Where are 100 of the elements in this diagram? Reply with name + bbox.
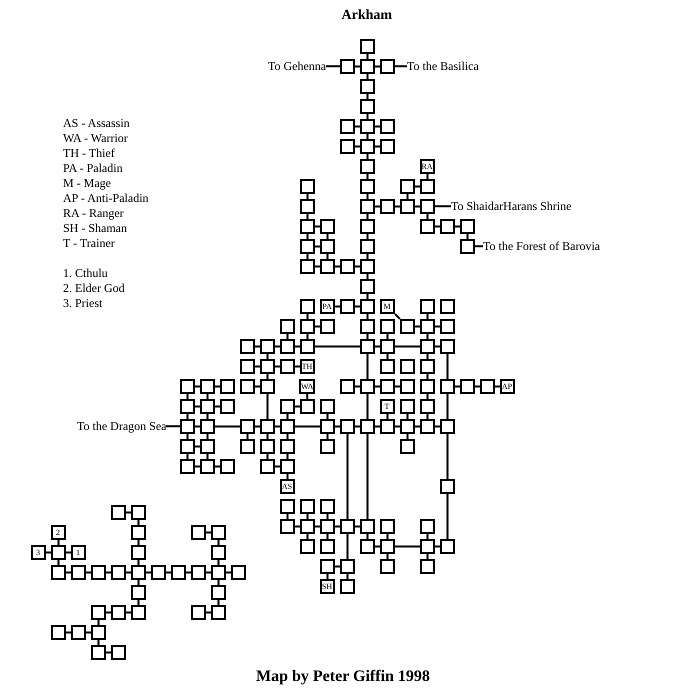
room-box bbox=[300, 538, 314, 554]
corridor-line bbox=[366, 94, 368, 99]
room-box bbox=[380, 418, 394, 434]
corridor-line bbox=[326, 574, 328, 579]
corridor-line bbox=[415, 326, 420, 328]
corridor-line bbox=[218, 540, 220, 545]
corridor-line bbox=[366, 134, 368, 139]
room-box bbox=[280, 498, 294, 514]
corridor-line bbox=[206, 454, 208, 459]
room-box bbox=[260, 458, 274, 474]
corridor-line bbox=[386, 554, 388, 559]
corridor-line bbox=[286, 454, 288, 459]
room-box bbox=[340, 418, 354, 434]
room-box bbox=[130, 544, 146, 560]
corridor-line bbox=[215, 466, 220, 468]
corridor-line bbox=[386, 534, 388, 539]
key-entry: 3. Priest bbox=[63, 296, 102, 311]
room-box bbox=[130, 584, 146, 600]
room-box bbox=[70, 624, 86, 640]
corridor-line bbox=[366, 314, 368, 319]
corridor-line bbox=[426, 354, 428, 359]
room-box bbox=[400, 358, 414, 374]
corridor-line bbox=[406, 414, 408, 419]
room-box bbox=[210, 544, 226, 560]
corridor-line bbox=[146, 572, 151, 574]
room-box bbox=[360, 38, 374, 54]
exit-label: To the Basilica bbox=[407, 59, 479, 73]
corridor-line bbox=[395, 346, 420, 348]
corridor-line bbox=[366, 534, 368, 539]
corridor-line bbox=[138, 520, 140, 525]
room-box bbox=[280, 518, 294, 534]
room-box bbox=[130, 524, 146, 540]
room-box bbox=[380, 558, 394, 574]
room-box bbox=[400, 378, 414, 394]
corridor-line bbox=[366, 214, 368, 219]
corridor-line bbox=[275, 346, 280, 348]
room-box bbox=[300, 498, 314, 514]
corridor-line bbox=[466, 234, 468, 239]
room-box bbox=[210, 584, 226, 600]
room-box bbox=[280, 438, 294, 454]
corridor-line bbox=[295, 406, 300, 408]
corridor-line bbox=[126, 612, 131, 614]
room-box bbox=[130, 564, 146, 580]
room-box bbox=[240, 358, 254, 374]
room-box: WA bbox=[299, 378, 315, 394]
corridor-line bbox=[355, 526, 360, 528]
corridor-line bbox=[375, 206, 380, 208]
corridor-line bbox=[98, 620, 100, 625]
corridor-line bbox=[58, 560, 60, 565]
room-box bbox=[220, 378, 234, 394]
corridor-line bbox=[366, 274, 368, 279]
corridor-line bbox=[426, 554, 428, 559]
corridor-line bbox=[306, 214, 308, 219]
corridor-line bbox=[255, 366, 260, 368]
corridor-line bbox=[295, 426, 320, 428]
corridor-line bbox=[426, 414, 428, 419]
room-box bbox=[90, 624, 106, 640]
corridor-line bbox=[306, 314, 308, 319]
room-box bbox=[280, 358, 294, 374]
room-box bbox=[300, 258, 314, 274]
room-box bbox=[360, 158, 374, 174]
corridor-line bbox=[275, 366, 280, 368]
room-box bbox=[420, 178, 434, 194]
room-box bbox=[280, 398, 294, 414]
room-box bbox=[400, 198, 414, 214]
room-box bbox=[300, 398, 314, 414]
corridor-line bbox=[306, 534, 308, 539]
key-entry: RA - Ranger bbox=[63, 206, 124, 221]
room-box bbox=[230, 564, 246, 580]
corridor-line bbox=[395, 426, 400, 428]
corridor-line bbox=[106, 652, 111, 654]
corridor-line bbox=[266, 374, 268, 379]
room-box bbox=[440, 318, 454, 334]
corridor-line bbox=[215, 426, 240, 428]
corridor-line bbox=[286, 474, 288, 479]
room-box bbox=[320, 538, 334, 554]
corridor-line bbox=[455, 226, 460, 228]
room-box bbox=[300, 318, 314, 334]
corridor-line bbox=[375, 146, 380, 148]
corridor-line bbox=[266, 354, 268, 359]
corridor-line bbox=[395, 206, 400, 208]
corridor-line bbox=[355, 126, 360, 128]
room-box bbox=[280, 338, 294, 354]
corridor-line bbox=[375, 346, 380, 348]
room-box bbox=[440, 378, 454, 394]
corridor-line bbox=[138, 600, 140, 605]
room-box bbox=[180, 398, 194, 414]
corridor-line bbox=[295, 346, 300, 348]
corridor-line bbox=[166, 425, 180, 428]
room-box bbox=[420, 338, 434, 354]
room-box bbox=[260, 438, 274, 454]
corridor-line bbox=[366, 174, 368, 179]
corridor-line bbox=[186, 434, 188, 439]
corridor-line bbox=[435, 546, 440, 548]
corridor-line bbox=[266, 434, 268, 439]
corridor-line bbox=[295, 526, 300, 528]
corridor-line bbox=[426, 174, 428, 179]
key-entry: SH - Shaman bbox=[63, 221, 127, 236]
corridor-line bbox=[366, 254, 368, 259]
corridor-line bbox=[66, 632, 71, 634]
